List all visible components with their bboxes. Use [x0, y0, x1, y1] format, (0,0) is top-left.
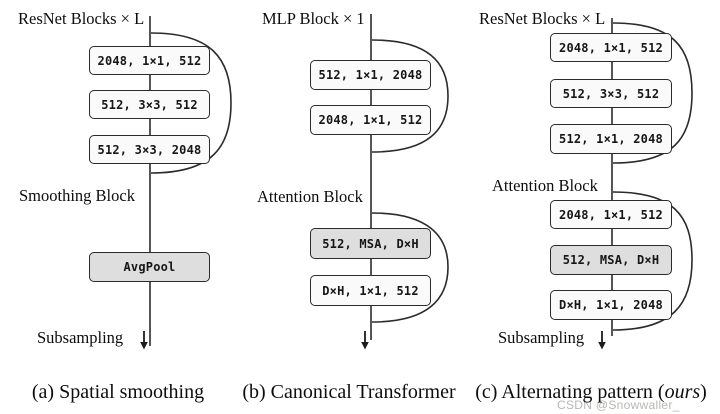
msa-box: 512, MSA, D×H [550, 245, 672, 275]
caption-c-suffix: ) [700, 381, 707, 403]
label-attention-block-b: Attention Block [257, 187, 363, 206]
label-mlp-block: MLP Block × 1 [262, 9, 365, 28]
msa-box: 512, MSA, D×H [310, 228, 431, 259]
label-resnet-blocks-c: ResNet Blocks × L [479, 9, 606, 28]
label-subsampling-c: Subsampling [498, 328, 585, 347]
caption-c: (c) Alternating pattern (ours) [460, 381, 720, 404]
skip-curve-b-mlp [371, 39, 449, 153]
conv-box: 512, 1×1, 2048 [310, 60, 431, 90]
caption-c-prefix: (c) Alternating pattern ( [475, 381, 665, 403]
skip-curve-c-attention [612, 191, 693, 331]
conv-box: 512, 1×1, 2048 [550, 124, 672, 154]
down-arrow-icon-c [598, 331, 606, 350]
caption-a: (a) Spatial smoothing [31, 381, 205, 403]
caption-c-ours: ours [664, 381, 701, 403]
caption-b: (b) Canonical Transformer [242, 381, 456, 403]
conv-box: D×H, 1×1, 512 [310, 275, 431, 306]
csdn-watermark: CSDN @Snowwaller_ [557, 398, 680, 412]
down-arrow-icon-a [140, 331, 148, 350]
label-subsampling-a: Subsampling [37, 328, 124, 347]
conv-box: 512, 3×3, 512 [89, 90, 210, 119]
skip-curve-b-attention [371, 212, 449, 323]
label-smoothing-block: Smoothing Block [19, 186, 135, 205]
conv-box: 2048, 1×1, 512 [310, 105, 431, 135]
conv-box: D×H, 1×1, 2048 [550, 290, 672, 320]
label-resnet-blocks-a: ResNet Blocks × L [18, 9, 145, 28]
label-attention-block-c: Attention Block [492, 176, 598, 195]
skip-curve-a-resnet [150, 32, 232, 174]
conv-box: 2048, 1×1, 512 [550, 200, 672, 229]
conv-box: 2048, 1×1, 512 [550, 33, 672, 62]
conv-box: 2048, 1×1, 512 [89, 46, 210, 75]
skip-curve-c-resnet [612, 22, 693, 164]
conv-box: 512, 3×3, 512 [550, 79, 672, 108]
down-arrow-icon-b [361, 331, 369, 350]
conv-box: 512, 3×3, 2048 [89, 135, 210, 164]
avgpool-box: AvgPool [89, 252, 210, 282]
